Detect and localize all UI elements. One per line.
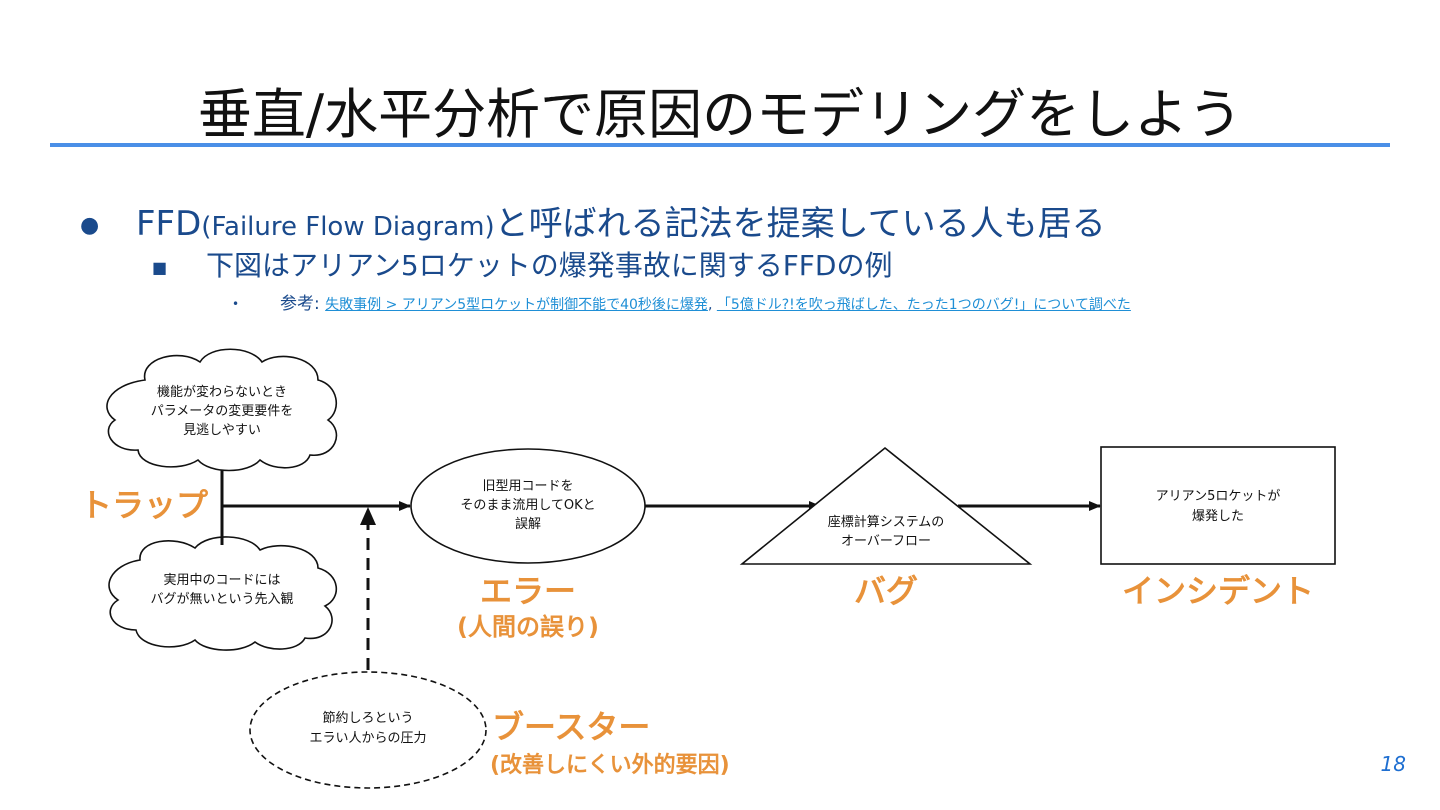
booster-label: ブースター: [492, 708, 650, 746]
error-node: 旧型用コードを そのまま流用してOKと 誤解: [410, 448, 646, 564]
bug-node: 座標計算システムの オーバーフロー: [739, 446, 1033, 565]
incident-node-line-2: 爆発した: [1192, 509, 1244, 524]
reference-link-2[interactable]: 「5億ドル?!を吹っ飛ばした、たった1つのバグ!」について調べた: [716, 297, 1131, 313]
bullet-level1: ● FFD(Failure Flow Diagram)と呼ばれる記法を提案している…: [80, 196, 1106, 245]
bug-label: バグ: [854, 572, 918, 610]
trap-cloud-2-line-2: バグが無いという先入観: [150, 592, 293, 607]
reference-link-1[interactable]: 失敗事例 > アリアン5型ロケットが制御不能で40秒後に爆発: [325, 297, 708, 313]
trap-cloud-2-shape: [108, 536, 338, 651]
error-node-line-2: そのまま流用してOKと: [460, 498, 595, 513]
reference-separator: ,: [707, 297, 717, 313]
booster-sublabel: (改善しにくい外的要因): [490, 752, 730, 778]
incident-node-line-1: アリアン5ロケットが: [1156, 489, 1281, 504]
slide-title: 垂直/水平分析で原因のモデリングをしよう: [197, 83, 1243, 146]
trap-cloud-1-line-2: パラメータの変更要件を: [151, 403, 294, 419]
booster-ellipse: [249, 671, 487, 789]
trap-cloud-2-line-1: 実用中のコードには: [163, 572, 280, 588]
bullet-marker: ■: [152, 257, 168, 277]
booster-node-line-1: 節約しろという: [322, 711, 413, 726]
booster-node: 節約しろという エラい人からの圧力: [249, 671, 487, 789]
title-underline: [50, 143, 1390, 147]
error-sublabel: (人間の誤り): [457, 613, 599, 641]
page-number: 18: [1380, 752, 1406, 776]
error-label: エラー: [480, 572, 576, 610]
bug-triangle: [739, 446, 1033, 565]
bullet-level2: ■ 下図はアリアン5ロケットの爆発事故に関するFFDの例: [152, 244, 892, 284]
error-node-line-3: 誤解: [515, 516, 541, 532]
bug-node-line-1: 座標計算システムの: [828, 514, 945, 530]
error-node-line-1: 旧型用コードを: [482, 479, 573, 494]
bullet-marker: ●: [80, 213, 100, 238]
ffd-text: FFD: [136, 204, 202, 244]
trap-cloud-1-shape: [106, 348, 338, 472]
incident-node: アリアン5ロケットが 爆発した: [1100, 446, 1336, 565]
trap-label: トラップ: [80, 486, 209, 524]
ffd-paren: (Failure Flow Diagram): [201, 212, 495, 242]
bullet-level2-text: 下図はアリアン5ロケットの爆発事故に関するFFDの例: [206, 249, 893, 282]
ffd-rest: と呼ばれる記法を提案している人も居る: [494, 204, 1106, 244]
reference-label: 参考:: [280, 294, 326, 314]
booster-arrowhead: [360, 507, 376, 525]
bug-node-line-2: オーバーフロー: [841, 534, 931, 549]
booster-node-line-2: エラい人からの圧力: [309, 731, 426, 746]
bullet-marker: •: [232, 297, 240, 311]
trap-cloud-1: 機能が変わらないとき パラメータの変更要件を 見逃しやすい: [106, 348, 338, 472]
trap-cloud-2: 実用中のコードには バグが無いという先入観: [108, 536, 338, 651]
incident-box: [1100, 446, 1336, 565]
trap-cloud-1-line-1: 機能が変わらないとき: [157, 384, 287, 400]
incident-label: インシデント: [1122, 572, 1314, 610]
trap-cloud-1-line-3: 見逃しやすい: [183, 423, 261, 438]
bullet-level3: • 参考: 失敗事例 > アリアン5型ロケットが制御不能で40秒後に爆発, 「5億…: [232, 289, 1131, 314]
